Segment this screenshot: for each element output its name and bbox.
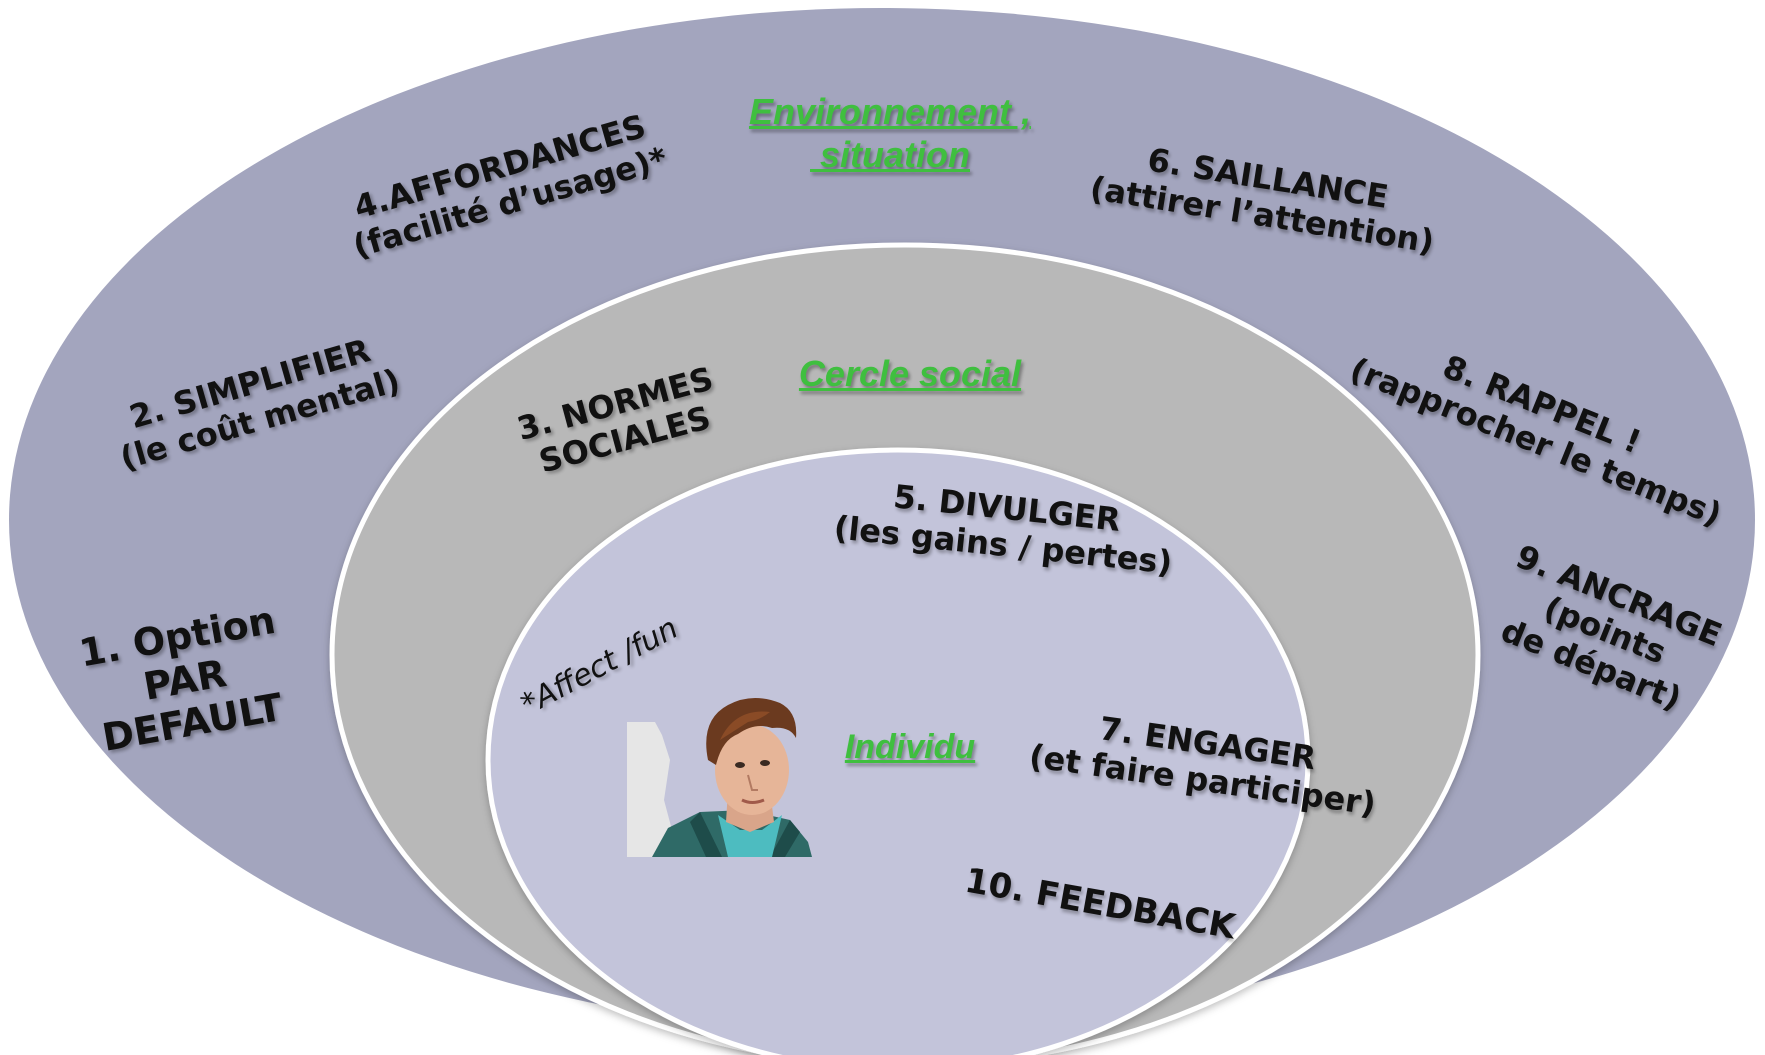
- inner-ellipse-individual: [485, 447, 1311, 1055]
- person-portrait-icon: [627, 697, 812, 857]
- zone-label-social-text: Cercle social: [798, 353, 1022, 394]
- zone-label-social: Cercle social: [760, 352, 1060, 395]
- zone-label-individual-text: Individu: [844, 728, 976, 766]
- zone-label-environment-line-2: situation: [810, 134, 970, 176]
- zone-label-individual: Individu: [810, 727, 1010, 768]
- zone-label-environment: Environnement , situation: [700, 90, 1080, 176]
- zone-label-environment-line-1: Environnement ,: [748, 91, 1032, 132]
